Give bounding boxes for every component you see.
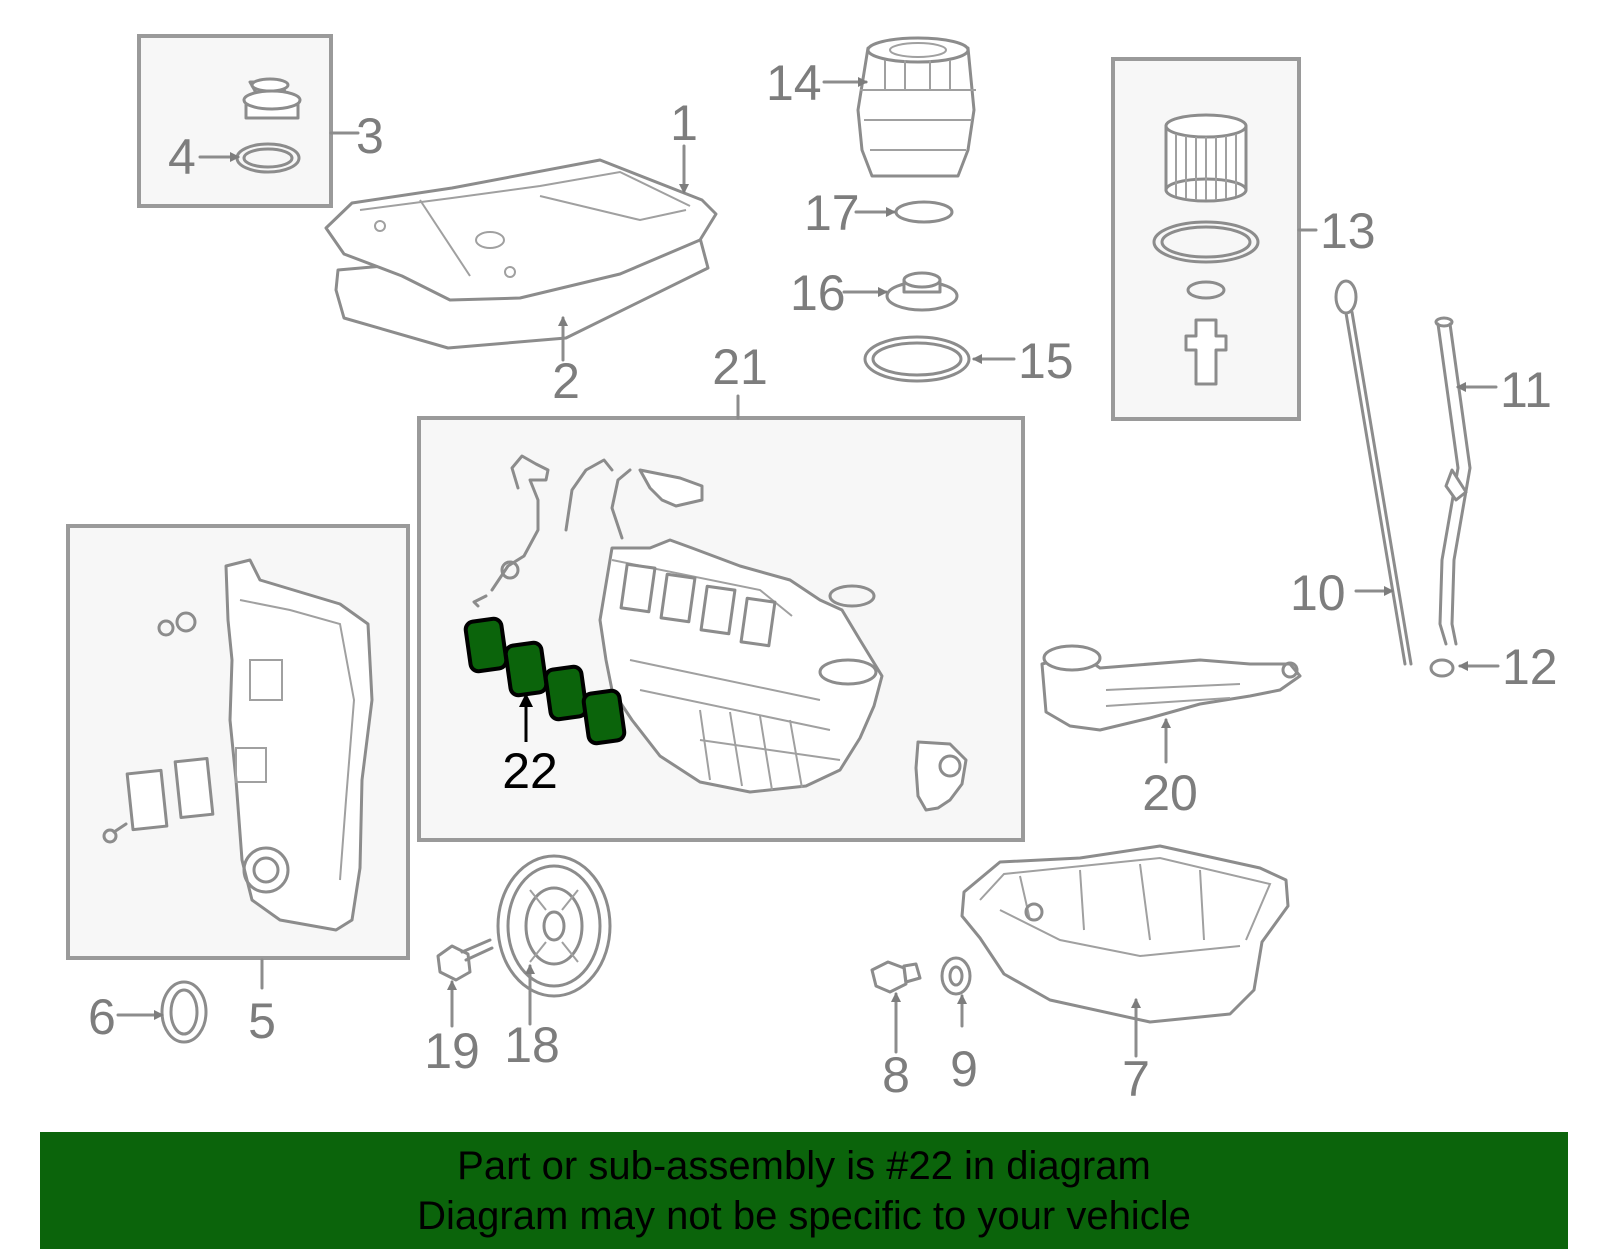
callout-18: 18: [504, 1017, 560, 1073]
valve-cover-gasket: [334, 236, 710, 350]
callout-12: 12: [1502, 639, 1558, 695]
callout-9: 9: [950, 1041, 978, 1097]
callout-8: 8: [882, 1047, 910, 1103]
callout-14: 14: [766, 55, 822, 111]
callout-4: 4: [168, 129, 196, 185]
timing-chain-cover: [102, 558, 374, 932]
banner-line-1: Part or sub-assembly is #22 in diagram: [457, 1143, 1151, 1188]
callout-6: 6: [88, 989, 116, 1045]
callout-16: 16: [790, 265, 846, 321]
callout-7: 7: [1122, 1051, 1150, 1107]
oil-strainer-20: [1040, 644, 1302, 732]
drain-plug-16: [885, 271, 959, 312]
callout-20: 20: [1142, 765, 1198, 821]
callout-10: 10: [1290, 565, 1346, 621]
oil-pan-7: [960, 844, 1290, 1024]
throttle-body: [914, 740, 968, 812]
callout-15: 15: [1018, 333, 1074, 389]
callout-3: 3: [356, 108, 384, 164]
dipstick: [1334, 279, 1413, 666]
intake-manifold-gaskets-22: [463, 616, 627, 746]
callout-2: 2: [552, 353, 580, 409]
callout-5: 5: [248, 993, 276, 1049]
banner-line-2: Diagram may not be specific to your vehi…: [417, 1193, 1191, 1238]
valve-cover: [324, 158, 718, 350]
group-box-3: [137, 34, 333, 208]
callout-13: 13: [1320, 203, 1376, 259]
intake-manifold-hoses: [472, 454, 704, 608]
oil-filter-element: [1152, 113, 1260, 386]
callout-11: 11: [1500, 362, 1552, 418]
callout-1: 1: [670, 95, 698, 151]
oil-filter-cap: [856, 36, 976, 178]
highlight-banner: Part or sub-assembly is #22 in diagram D…: [40, 1132, 1568, 1249]
leader-lines: [116, 77, 1500, 1058]
callout-19: 19: [424, 1023, 480, 1079]
callout-22: 22: [502, 743, 558, 799]
drain-bolt-8: [870, 960, 922, 994]
intake-manifold: [598, 538, 884, 794]
dipstick-guide: [1429, 316, 1472, 678]
oil-filler-cap: [235, 77, 302, 174]
crank-pulley-18: [496, 854, 612, 998]
o-ring-12: [1429, 658, 1455, 678]
callout-21: 21: [712, 339, 768, 395]
callout-17: 17: [804, 185, 860, 241]
o-ring-15: [863, 335, 971, 383]
o-ring-17: [894, 200, 954, 224]
crank-seal-6: [160, 980, 208, 1044]
pulley-bolt-19: [436, 938, 494, 982]
drain-washer-9: [940, 956, 972, 996]
